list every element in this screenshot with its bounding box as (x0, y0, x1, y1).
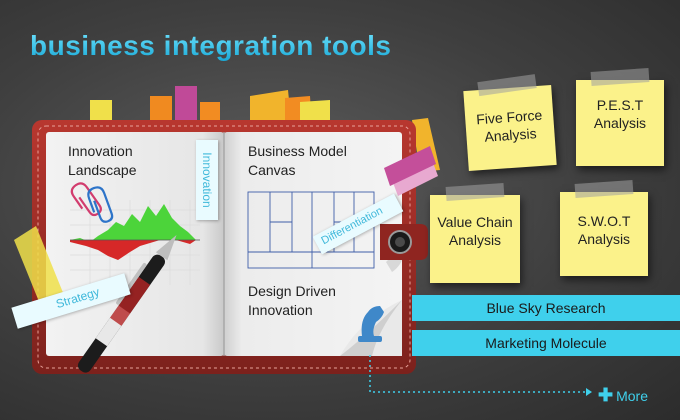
paperclip-icon (70, 182, 114, 223)
business-model-canvas-heading: Business Model Canvas (248, 143, 347, 178)
plus-icon: ✚ (598, 385, 614, 405)
blue-sky-research-link[interactable]: Blue Sky Research (412, 295, 680, 321)
design-driven-innovation-heading: Design Driven Innovation (248, 283, 336, 318)
more-label: More (616, 388, 648, 404)
page-title: business integration tools (30, 30, 392, 61)
chess-knight-icon (358, 306, 384, 342)
innovation-landscape-heading: Innovation Landscape (68, 143, 137, 178)
more-link[interactable]: ✚More (598, 385, 648, 406)
tab-innovation[interactable]: Innovation (196, 140, 218, 220)
marketing-molecule-link[interactable]: Marketing Molecule (412, 330, 680, 356)
